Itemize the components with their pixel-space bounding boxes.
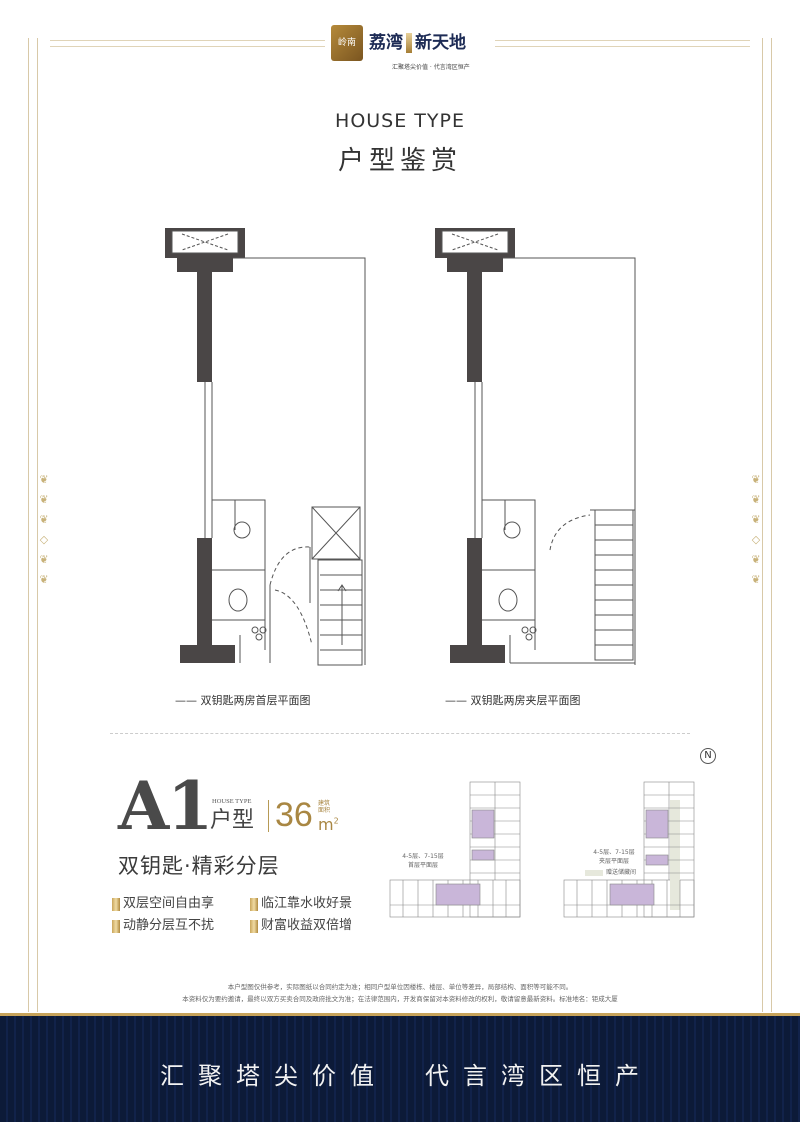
mezzanine-floor-caption: —— 双钥匙两房夹层平面图 bbox=[445, 694, 581, 707]
banner-slogan-left: 汇聚塔尖价值 bbox=[160, 1062, 388, 1090]
bottom-banner: 汇聚塔尖价值 代言湾区恒产 bbox=[0, 1013, 800, 1122]
right-ornament-icon: ❦❦❦◇❦❦ bbox=[751, 473, 761, 586]
house-type-cn: 户型 bbox=[210, 808, 255, 833]
north-compass-icon: N bbox=[700, 748, 716, 764]
mini-plan-name: 夹层平面层 bbox=[598, 858, 629, 865]
building-plan-ground bbox=[389, 781, 521, 918]
mini-plan-label: 4-5层、7-15层首层平面层 bbox=[398, 852, 448, 870]
brand-logo: 岭南 荔湾新天地 bbox=[325, 24, 495, 62]
unit-area: 36 bbox=[275, 796, 313, 834]
building-plan-mezzanine bbox=[563, 781, 695, 918]
disclaimer-line: 本资料仅为要约邀请，最终以双方买卖合同及政府批文为准；在法律范围内，开发商保留对… bbox=[182, 995, 618, 1003]
area-label: 建筑面积 bbox=[318, 800, 330, 814]
logo-name-right: 新天地 bbox=[415, 33, 466, 53]
unit-subtitle: 双钥匙·精彩分层 bbox=[118, 854, 280, 878]
left-ornament-icon: ❦❦❦◇❦❦ bbox=[39, 473, 49, 586]
mini-plan-name: 首层平面层 bbox=[407, 862, 438, 869]
gold-tower-icon bbox=[112, 919, 120, 933]
gold-separator bbox=[268, 800, 269, 832]
section-divider bbox=[110, 733, 690, 734]
page-title-en: HOUSE TYPE bbox=[335, 110, 465, 132]
gold-tower-icon bbox=[112, 897, 120, 911]
mini-plan-label: 4-5层、7-15层夹层平面层 bbox=[584, 848, 644, 866]
feature-item: 双层空间自由享 bbox=[112, 896, 214, 912]
unit-code: A1 bbox=[118, 767, 213, 845]
disclaimer-line: 本户型图仅供参考，实际图纸以合同约定为准；相同户型单位因楼栋、楼层、单位等差异，… bbox=[227, 983, 573, 991]
feature-text: 双层空间自由享 bbox=[123, 896, 215, 911]
area-label-2: 面积 bbox=[318, 807, 331, 814]
mezzanine-floor-plan bbox=[435, 228, 636, 665]
feature-item: 动静分层互不扰 bbox=[112, 918, 214, 934]
feature-text: 财富收益双倍增 bbox=[261, 918, 353, 933]
page-title-cn: 户型鉴赏 bbox=[337, 146, 462, 176]
feature-item: 财富收益双倍增 bbox=[250, 918, 352, 934]
ground-floor-plan bbox=[165, 228, 366, 666]
house-type-en: HOUSE TYPE bbox=[212, 798, 252, 805]
right-border-frame bbox=[762, 38, 772, 1012]
logo-name-left: 荔湾 bbox=[369, 33, 403, 53]
tower-icon bbox=[406, 33, 412, 53]
area-unit-m: m bbox=[318, 815, 334, 834]
banner-slogan-right: 代言湾区恒产 bbox=[425, 1062, 653, 1090]
mini-plan-legend: 赠送储藏间 bbox=[585, 868, 636, 877]
storage-legend-swatch bbox=[585, 869, 603, 876]
legend-text: 赠送储藏间 bbox=[606, 869, 637, 876]
area-unit-exp: 2 bbox=[333, 816, 339, 826]
feature-text: 临江靠水收好景 bbox=[261, 896, 353, 911]
mini-plan-floors: 4-5层、7-15层 bbox=[402, 853, 444, 860]
area-unit: m2 bbox=[318, 817, 339, 833]
gold-tower-icon bbox=[250, 897, 258, 911]
area-label-1: 建筑 bbox=[318, 800, 331, 807]
logo-slogan: 汇聚塔尖价值 · 代言湾区恒产 bbox=[392, 64, 470, 72]
feature-item: 临江靠水收好景 bbox=[250, 896, 352, 912]
ground-floor-caption: —— 双钥匙两房首层平面图 bbox=[175, 694, 311, 707]
logo-badge: 岭南 bbox=[331, 25, 363, 61]
mini-plan-floors: 4-5层、7-15层 bbox=[593, 849, 635, 856]
gold-tower-icon bbox=[250, 919, 258, 933]
feature-text: 动静分层互不扰 bbox=[123, 918, 215, 933]
left-border-frame bbox=[28, 38, 38, 1012]
